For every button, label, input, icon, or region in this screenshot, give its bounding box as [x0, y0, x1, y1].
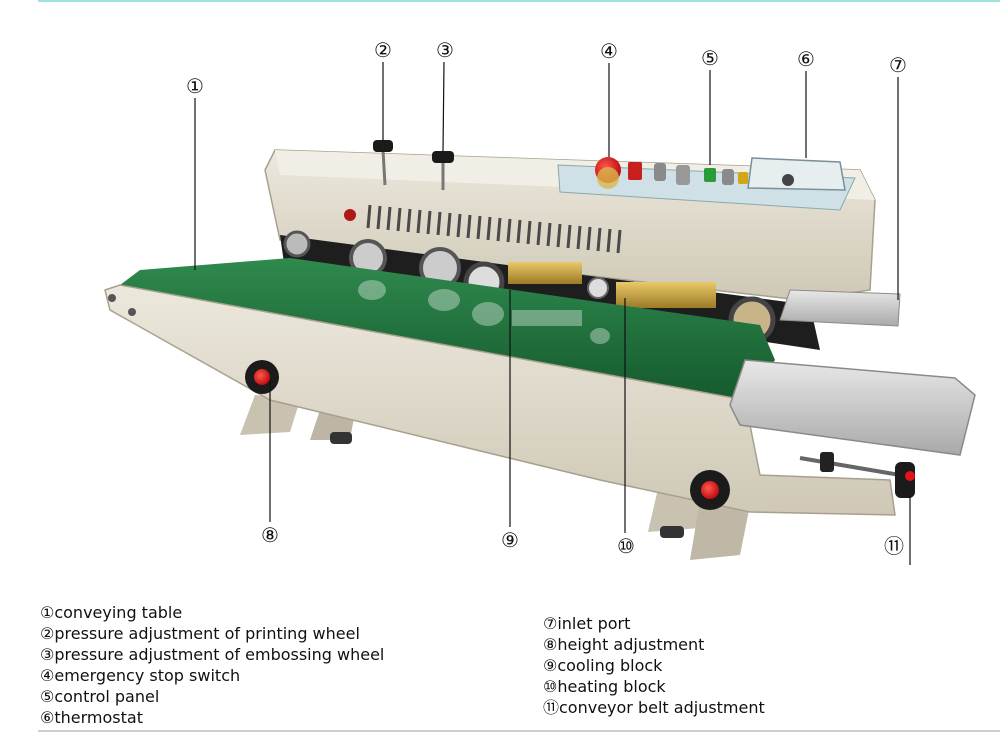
callout-10: ⑩	[617, 534, 635, 558]
control-panel	[557, 157, 856, 211]
inlet-port	[779, 289, 901, 327]
callout-9: ⑨	[501, 528, 519, 552]
heating-block	[616, 282, 716, 308]
lower-frame	[104, 284, 896, 516]
legend-item-8: ⑧height adjustment	[543, 635, 705, 654]
legend-item-7: ⑦inlet port	[543, 614, 631, 633]
bottom-border-line	[38, 730, 1000, 732]
belt-reflections	[358, 280, 610, 344]
legend-left: ①conveying table ②pressure adjustment of…	[40, 602, 384, 728]
outlet-plate	[729, 359, 976, 456]
conveyor-belt-adjustment	[799, 452, 915, 498]
callout-6: ⑥	[797, 47, 815, 71]
legend-item-3: ③pressure adjustment of embossing wheel	[40, 645, 385, 664]
pressure-knobs	[373, 140, 454, 190]
conveying-table	[120, 258, 775, 400]
callout-2: ②	[374, 38, 392, 62]
vent-slots	[366, 204, 622, 254]
callout-11: ⑪	[884, 534, 904, 558]
leader-lines	[194, 61, 911, 565]
callout-4: ④	[600, 39, 618, 63]
legend-item-10: ⑩heating block	[543, 677, 666, 696]
callout-3: ③	[436, 38, 454, 62]
legend-item-1: ①conveying table	[40, 603, 183, 622]
legend-item-11: ⑪conveyor belt adjustment	[543, 698, 765, 717]
legend-item-4: ④emergency stop switch	[40, 666, 241, 685]
cooling-block	[508, 262, 582, 284]
callout-1: ①	[186, 74, 204, 98]
callout-7: ⑦	[889, 53, 907, 77]
legend-item-2: ②pressure adjustment of printing wheel	[40, 624, 360, 643]
legend-item-6: ⑥thermostat	[40, 708, 143, 727]
legend-right: ⑦inlet port ⑧height adjustment ⑨cooling …	[543, 613, 765, 718]
callout-5: ⑤	[701, 46, 719, 70]
legend-item-9: ⑨cooling block	[543, 656, 663, 675]
callout-8: ⑧	[261, 523, 279, 547]
top-border-line	[38, 0, 1000, 2]
thermostat	[747, 157, 846, 191]
legend-item-5: ⑤control panel	[40, 687, 160, 706]
